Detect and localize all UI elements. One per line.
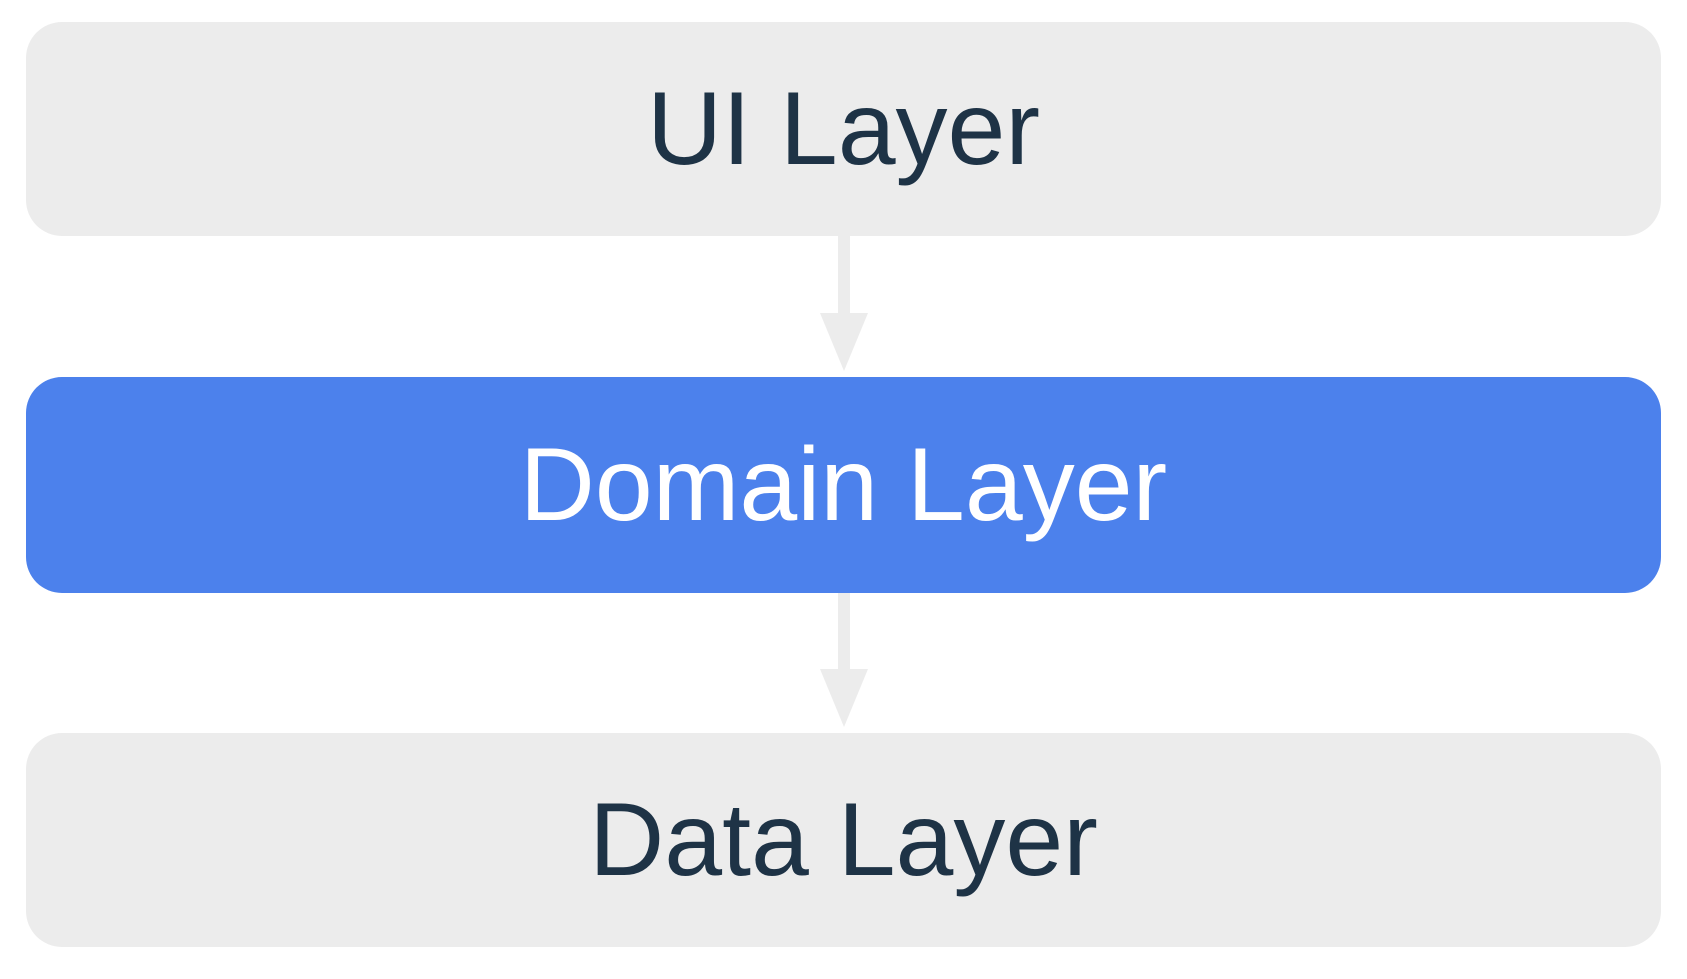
arrow-head xyxy=(819,313,868,371)
arrow-head xyxy=(819,669,868,727)
arrow-shaft xyxy=(837,593,850,669)
layer-box-domain: Domain Layer xyxy=(26,377,1661,593)
domain-layer-label: Domain Layer xyxy=(519,427,1168,543)
data-layer-label: Data Layer xyxy=(589,782,1098,898)
layer-box-data: Data Layer xyxy=(26,733,1661,947)
arrow-down-icon xyxy=(0,593,1687,733)
arrow-down-icon xyxy=(0,236,1687,377)
arrow-shaft xyxy=(837,236,850,313)
ui-layer-label: UI Layer xyxy=(646,71,1041,187)
layer-box-ui: UI Layer xyxy=(26,22,1661,236)
